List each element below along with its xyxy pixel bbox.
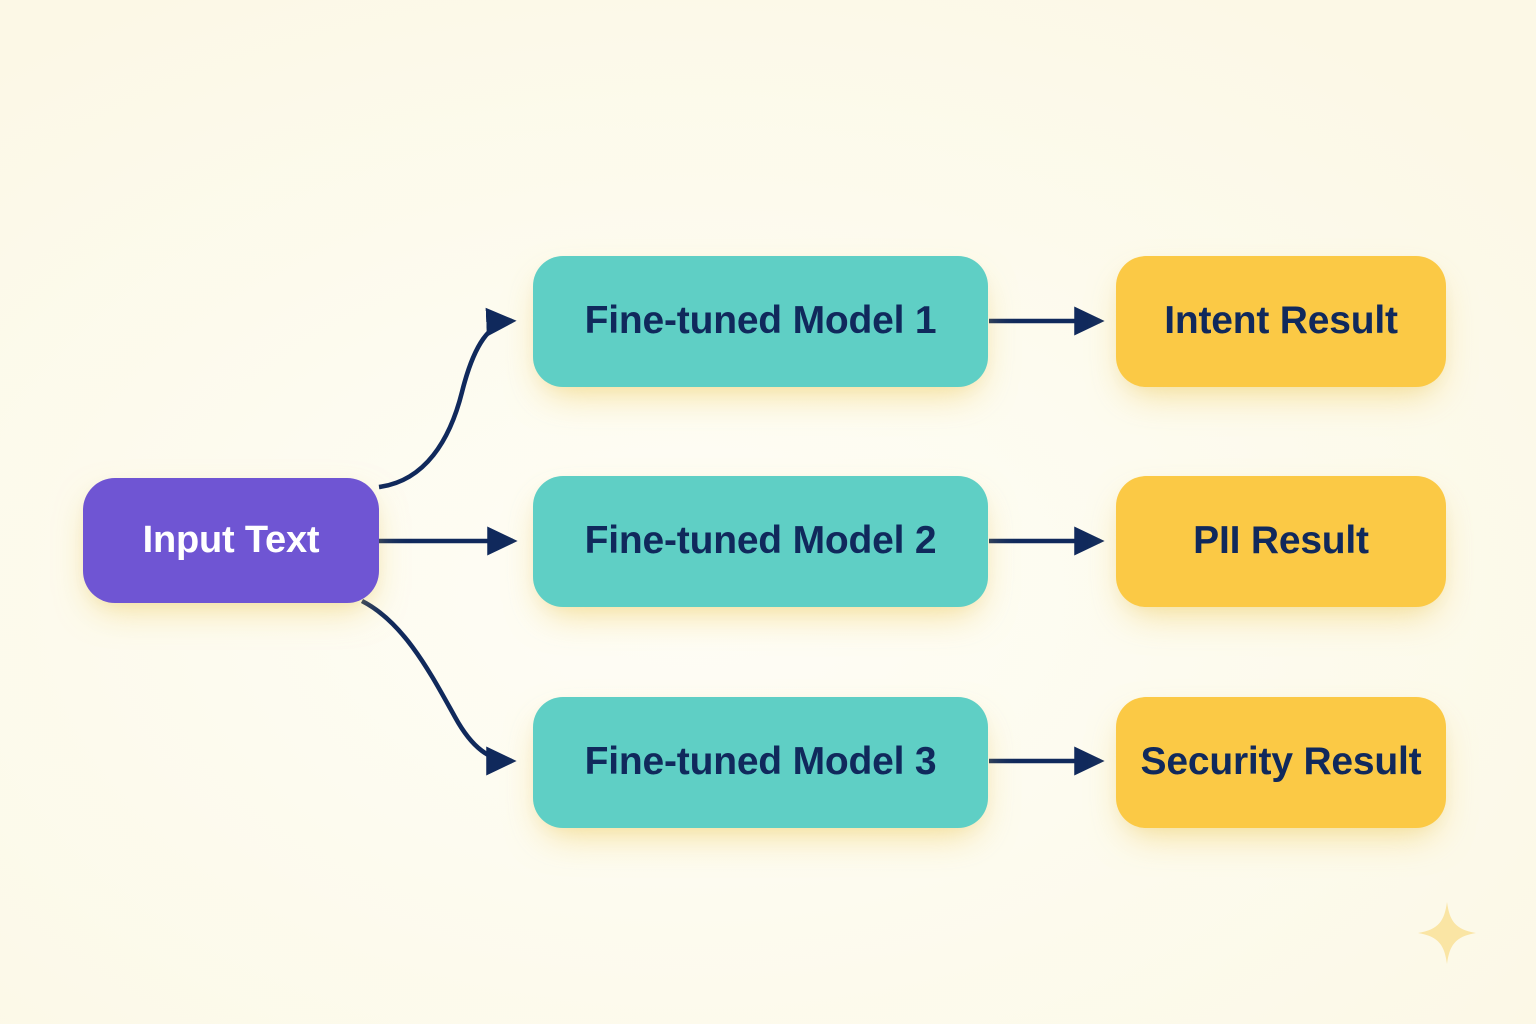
- node-fine-tuned-model-3-label: Fine-tuned Model 3: [584, 740, 937, 784]
- node-fine-tuned-model-1-label: Fine-tuned Model 1: [584, 299, 937, 343]
- node-fine-tuned-model-3[interactable]: Fine-tuned Model 3: [533, 697, 988, 828]
- node-fine-tuned-model-1[interactable]: Fine-tuned Model 1: [533, 256, 988, 387]
- node-intent-result[interactable]: Intent Result: [1116, 256, 1446, 387]
- sparkle-icon: [1418, 902, 1476, 964]
- node-fine-tuned-model-2[interactable]: Fine-tuned Model 2: [533, 476, 988, 607]
- node-security-result-label: Security Result: [1140, 740, 1422, 784]
- edge-input-to-model-1: [378, 307, 517, 490]
- node-input-text[interactable]: Input Text: [83, 478, 379, 603]
- node-fine-tuned-model-2-label: Fine-tuned Model 2: [584, 519, 937, 563]
- node-pii-result[interactable]: PII Result: [1116, 476, 1446, 607]
- edge-input-to-model-3: [360, 598, 517, 776]
- node-input-text-label: Input Text: [142, 518, 320, 561]
- node-intent-result-label: Intent Result: [1164, 299, 1398, 343]
- node-security-result[interactable]: Security Result: [1116, 697, 1446, 828]
- node-pii-result-label: PII Result: [1193, 519, 1369, 563]
